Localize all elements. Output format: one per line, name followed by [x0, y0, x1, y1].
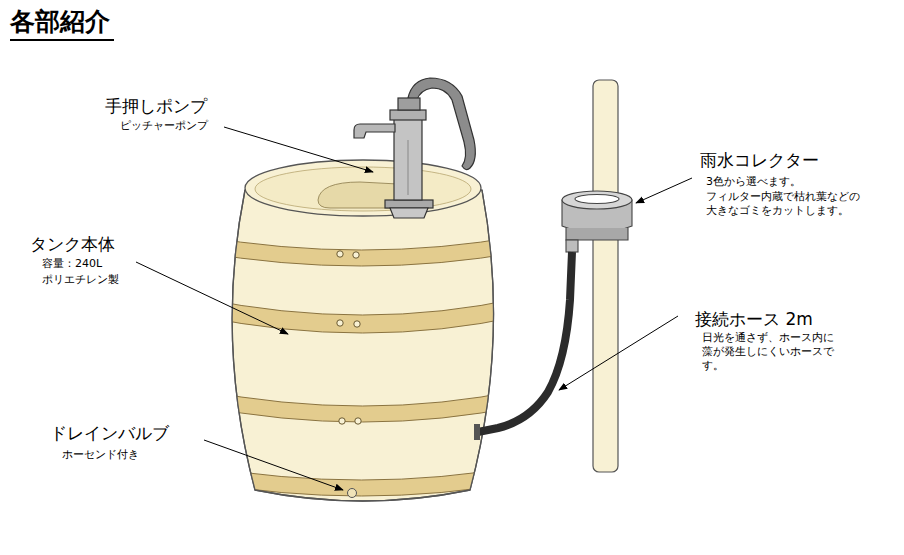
part-note: ピッチャーポンプ	[120, 119, 208, 133]
part-note: 3色から選べます。	[706, 175, 801, 189]
tank-body	[200, 160, 520, 501]
barrel-hoops	[200, 236, 520, 496]
rain-collector	[562, 191, 632, 252]
drain-valve	[348, 489, 357, 498]
part-name: ドレインバルブ	[50, 423, 169, 444]
part-note: フィルター内蔵で枯れ葉などの 大きなゴミをカットします。	[706, 190, 863, 218]
part-name: タンク本体	[30, 234, 115, 255]
part-note: ポリエチレン製	[42, 273, 119, 287]
part-name: 接続ホース 2m	[695, 309, 813, 330]
part-note: 日光を通さず、ホース内に 藻が発生しにくいホースです。	[702, 331, 838, 372]
part-note: ホーセンド付き	[62, 448, 139, 462]
leader-lines	[136, 127, 692, 490]
hose-joint	[474, 424, 480, 440]
part-name: 雨水コレクター	[700, 150, 819, 171]
page-title: 各部紹介	[10, 6, 114, 41]
hand-pump	[354, 78, 475, 218]
part-note: 容量：240L	[42, 257, 102, 271]
part-name: 手押しポンプ	[105, 96, 207, 117]
downpipe	[593, 80, 618, 472]
connection-hose	[478, 252, 572, 432]
rivets	[337, 251, 361, 424]
